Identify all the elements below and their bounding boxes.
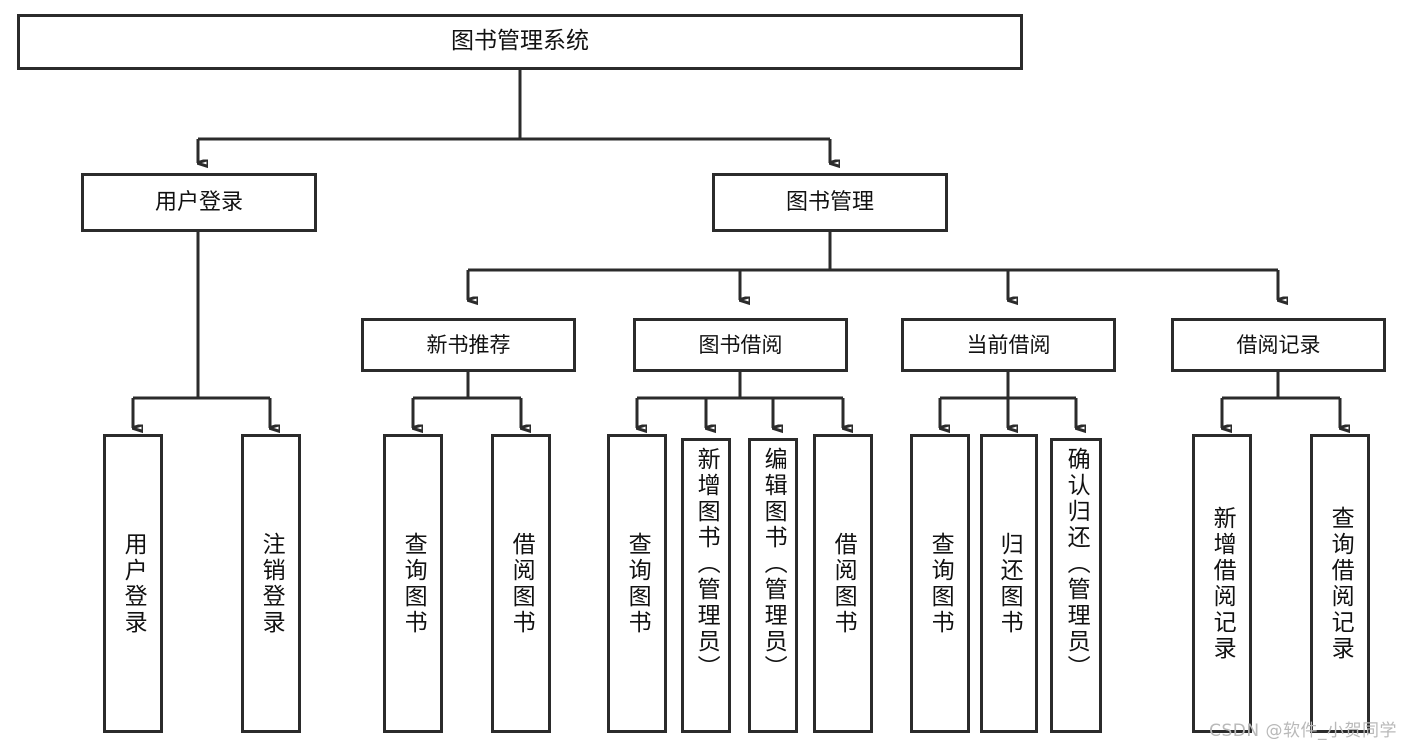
leaf-current-borrow-confirm[interactable]: 确认归还（管理员） (1050, 438, 1102, 733)
leaf-borrow-record-query[interactable]: 查询借阅记录 (1310, 434, 1370, 733)
leaf-current-borrow-return-label: 归还图书 (996, 531, 1023, 636)
node-book-management-label: 图书管理 (785, 189, 874, 215)
leaf-new-book-borrow[interactable]: 借阅图书 (491, 434, 551, 733)
leaf-book-borrow-borrow-label: 借阅图书 (830, 531, 857, 636)
leaf-new-book-query[interactable]: 查询图书 (383, 434, 443, 733)
leaf-borrow-record-query-label: 查询借阅记录 (1327, 505, 1354, 662)
node-book-borrow[interactable]: 图书借阅 (633, 318, 848, 372)
leaf-borrow-record-add[interactable]: 新增借阅记录 (1192, 434, 1252, 733)
leaf-user-login-login[interactable]: 用户登录 (103, 434, 163, 733)
leaf-book-borrow-add-label: 新增图书（管理员） (693, 447, 720, 681)
csdn-watermark: CSDN @软件_小贺同学 (1209, 721, 1397, 741)
node-borrow-record[interactable]: 借阅记录 (1171, 318, 1386, 372)
leaf-book-borrow-edit-label: 编辑图书（管理员） (760, 447, 787, 681)
node-current-borrow[interactable]: 当前借阅 (901, 318, 1116, 372)
node-user-login[interactable]: 用户登录 (81, 173, 317, 232)
leaf-book-borrow-edit[interactable]: 编辑图书（管理员） (748, 438, 798, 733)
node-book-management[interactable]: 图书管理 (712, 173, 948, 232)
leaf-current-borrow-confirm-label: 确认归还（管理员） (1063, 447, 1090, 681)
node-book-borrow-label: 图书借阅 (698, 332, 783, 357)
node-borrow-record-label: 借阅记录 (1236, 332, 1321, 357)
leaf-book-borrow-query-label: 查询图书 (624, 531, 651, 636)
leaf-book-borrow-add[interactable]: 新增图书（管理员） (681, 438, 731, 733)
leaf-new-book-query-label: 查询图书 (400, 531, 427, 636)
leaf-new-book-borrow-label: 借阅图书 (508, 531, 535, 636)
leaf-current-borrow-query[interactable]: 查询图书 (910, 434, 970, 733)
leaf-book-borrow-borrow[interactable]: 借阅图书 (813, 434, 873, 733)
leaf-user-login-logout[interactable]: 注销登录 (241, 434, 301, 733)
leaf-current-borrow-query-label: 查询图书 (927, 531, 954, 636)
leaf-user-login-login-label: 用户登录 (120, 531, 147, 636)
node-current-borrow-label: 当前借阅 (966, 332, 1051, 357)
leaf-user-login-logout-label: 注销登录 (258, 531, 285, 636)
node-root-book-management-system[interactable]: 图书管理系统 (17, 14, 1023, 70)
node-new-book-recommend[interactable]: 新书推荐 (361, 318, 576, 372)
node-user-login-label: 用户登录 (154, 189, 243, 215)
leaf-current-borrow-return[interactable]: 归还图书 (980, 434, 1038, 733)
leaf-borrow-record-add-label: 新增借阅记录 (1209, 505, 1236, 662)
node-new-book-recommend-label: 新书推荐 (426, 332, 511, 357)
node-root-label: 图书管理系统 (451, 28, 589, 55)
leaf-book-borrow-query[interactable]: 查询图书 (607, 434, 667, 733)
